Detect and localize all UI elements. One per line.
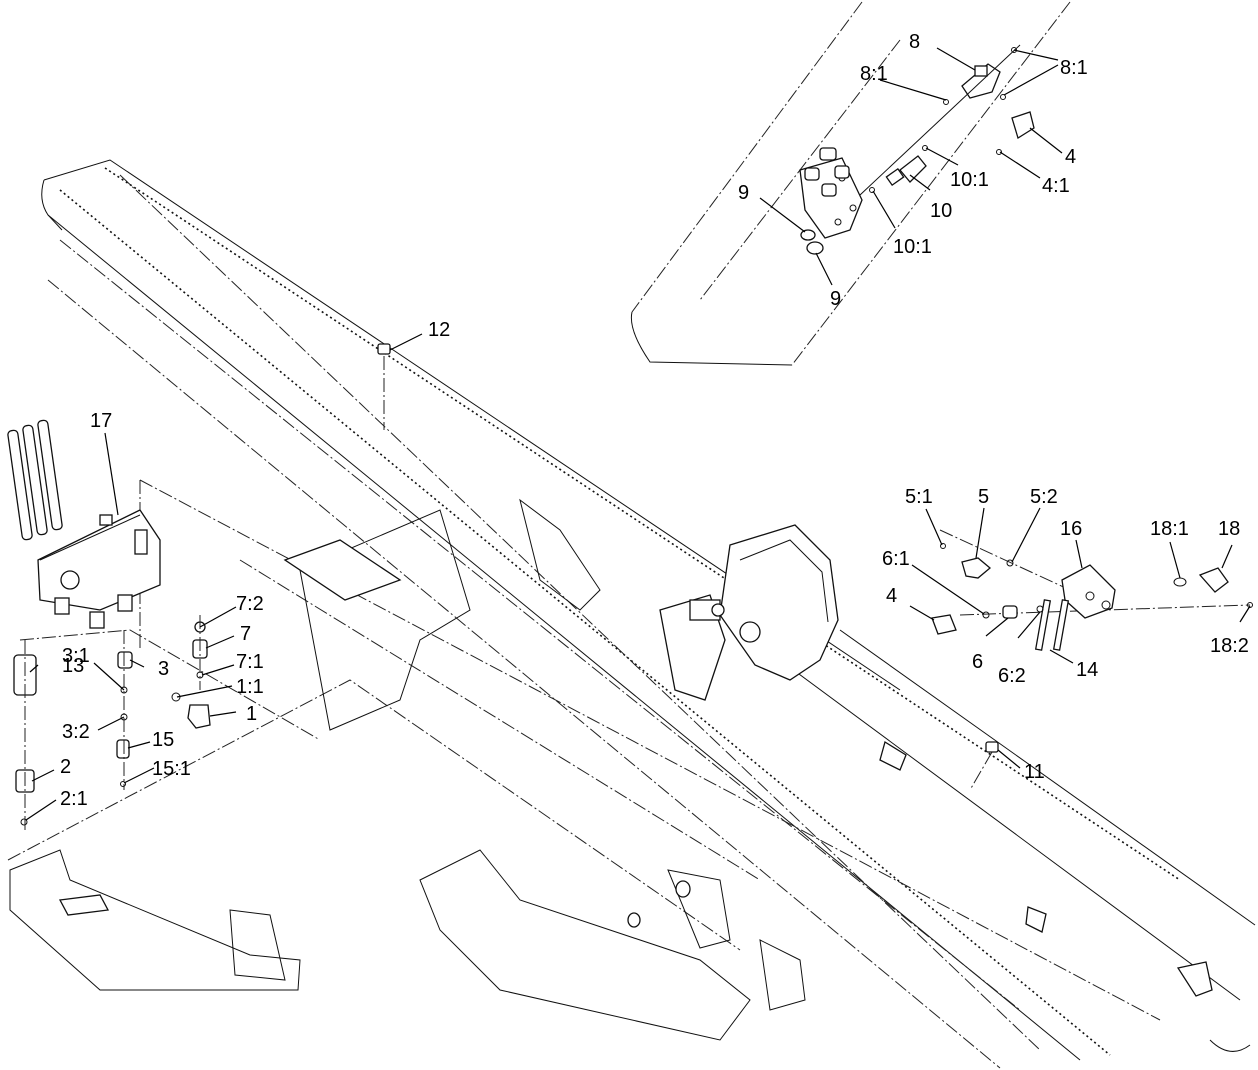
callout-11: 11	[1024, 761, 1045, 783]
callout-8-1-right: 8:1	[1060, 57, 1088, 79]
gear-rack-boom	[41, 159, 1181, 1069]
callout-labels: 8 8:1 8:1 4 4:1 10:1 10 10:1 9 9 12 17 7…	[60, 31, 1249, 810]
callout-10-1-bottom: 10:1	[893, 236, 932, 258]
callout-9-bottom: 9	[830, 288, 841, 310]
callout-2-1: 2:1	[60, 788, 88, 810]
callout-6: 6	[972, 651, 983, 673]
callout-6-2: 6:2	[998, 665, 1026, 687]
small-hardware	[377, 343, 999, 791]
callout-15: 15	[152, 729, 174, 751]
callout-3-2: 3:2	[62, 721, 90, 743]
callout-18: 18	[1218, 518, 1240, 540]
upper-fittings	[859, 44, 1035, 196]
callout-17: 17	[90, 410, 112, 432]
chassis-frame	[7, 479, 1161, 1041]
callout-5-1: 5:1	[905, 486, 933, 508]
drive-housing	[659, 524, 1047, 933]
callout-3: 3	[158, 658, 169, 680]
callout-10: 10	[930, 200, 952, 222]
callout-4-right: 4	[886, 585, 897, 607]
callout-18-2: 18:2	[1210, 635, 1249, 657]
callout-10-1-top: 10:1	[950, 169, 989, 191]
callout-7-1: 7:1	[236, 651, 264, 673]
callout-13: 13	[62, 655, 84, 677]
callout-15-1: 15:1	[152, 758, 191, 780]
callout-1: 1	[246, 703, 257, 725]
callout-5-2: 5:2	[1030, 486, 1058, 508]
control-valve-assembly	[7, 419, 321, 741]
callout-7: 7	[240, 623, 251, 645]
callout-18-1: 18:1	[1150, 518, 1189, 540]
callout-2: 2	[60, 756, 71, 778]
callout-16: 16	[1060, 518, 1082, 540]
callout-8: 8	[909, 31, 920, 53]
callout-3-1: 3:1	[62, 645, 90, 667]
valve-mount-plate	[799, 147, 863, 255]
lower-right-tube	[779, 629, 1256, 1052]
callout-9-left: 9	[738, 182, 749, 204]
left-fittings	[13, 615, 211, 830]
right-fittings	[931, 529, 1253, 651]
callout-14: 14	[1076, 659, 1098, 681]
callout-7-2: 7:2	[236, 593, 264, 615]
callout-1-1: 1:1	[236, 676, 264, 698]
leader-lines	[25, 47, 1251, 821]
callout-8-1-left: 8:1	[860, 63, 888, 85]
callout-6-1: 6:1	[882, 548, 910, 570]
callout-12: 12	[428, 319, 450, 341]
callout-5: 5	[978, 486, 989, 508]
callout-4-1: 4:1	[1042, 175, 1070, 197]
callout-4-top: 4	[1065, 146, 1076, 168]
